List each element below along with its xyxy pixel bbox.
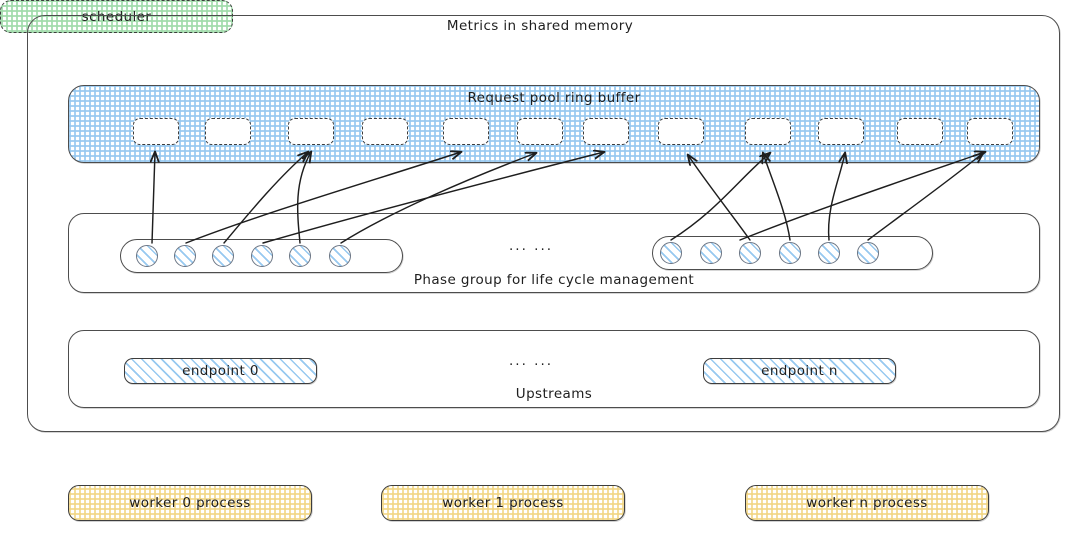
- phase-node[interactable]: [739, 242, 761, 264]
- ring-slot[interactable]: [897, 118, 943, 145]
- worker-1-process[interactable]: worker 1 process: [381, 485, 625, 521]
- phase-node[interactable]: [660, 242, 682, 264]
- upstreams-ellipsis: ... ...: [509, 353, 554, 369]
- endpoint-0[interactable]: endpoint 0: [124, 358, 317, 384]
- phase-group-ellipsis: ... ...: [509, 238, 554, 254]
- phase-group-title: Phase group for life cycle management: [413, 272, 695, 288]
- ring-slot[interactable]: [517, 118, 563, 145]
- ring-slot[interactable]: [658, 118, 704, 145]
- scheduler-box[interactable]: scheduler: [0, 0, 233, 33]
- ring-slot[interactable]: [205, 118, 251, 145]
- phase-node[interactable]: [136, 245, 158, 267]
- ring-slot[interactable]: [288, 118, 334, 145]
- endpoint-n[interactable]: endpoint n: [703, 358, 896, 384]
- worker-0-process[interactable]: worker 0 process: [68, 485, 312, 521]
- upstreams-title: Upstreams: [515, 386, 593, 402]
- ring-buffer-title: Request pool ring buffer: [467, 90, 641, 106]
- metrics-shared-memory-title: Metrics in shared memory: [446, 18, 634, 34]
- ring-slot[interactable]: [583, 118, 629, 145]
- ring-slot[interactable]: [967, 118, 1013, 145]
- ring-slot[interactable]: [443, 118, 489, 145]
- phase-node[interactable]: [779, 242, 801, 264]
- phase-node[interactable]: [818, 242, 840, 264]
- metrics-shared-memory-frame: [27, 15, 1060, 432]
- request-pool-ring-buffer: [68, 85, 1040, 163]
- phase-node[interactable]: [700, 242, 722, 264]
- phase-node[interactable]: [857, 242, 879, 264]
- ring-slot[interactable]: [745, 118, 791, 145]
- ring-slot[interactable]: [133, 118, 179, 145]
- upstreams-frame: [68, 330, 1040, 408]
- phase-node[interactable]: [251, 245, 273, 267]
- phase-node[interactable]: [212, 245, 234, 267]
- worker-n-process[interactable]: worker n process: [745, 485, 989, 521]
- ring-slot[interactable]: [362, 118, 408, 145]
- ring-slot[interactable]: [818, 118, 864, 145]
- phase-node[interactable]: [329, 245, 351, 267]
- phase-node[interactable]: [289, 245, 311, 267]
- phase-node[interactable]: [174, 245, 196, 267]
